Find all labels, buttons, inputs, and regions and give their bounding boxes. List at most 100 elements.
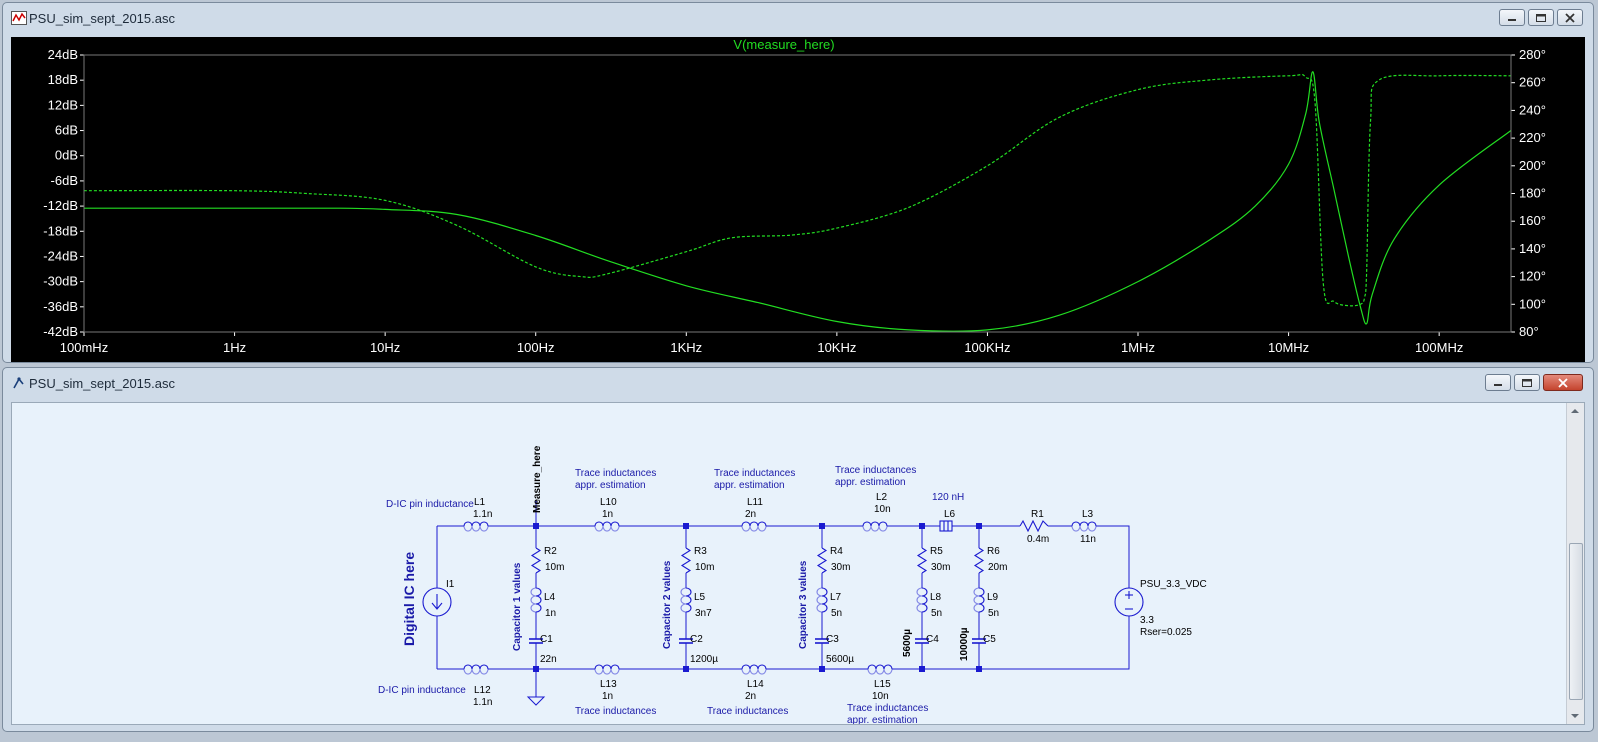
- schematic-icon: [13, 377, 24, 389]
- resistor-R5[interactable]: [917, 547, 927, 574]
- resistor-R2[interactable]: [531, 547, 541, 574]
- current-source-I1[interactable]: [422, 587, 452, 617]
- value-L10: 1n: [602, 509, 613, 520]
- value-L11: 2n: [745, 509, 756, 520]
- inductor-L10[interactable]: [594, 521, 620, 532]
- inductor-L1[interactable]: [463, 521, 489, 532]
- annotation-dic-top: D-IC pin inductance: [386, 499, 474, 510]
- plot-frame: [83, 54, 1512, 333]
- resistor-R6[interactable]: [974, 547, 984, 574]
- value-R2: 10m: [545, 562, 564, 573]
- y-left-tick-label: -24dB: [43, 248, 78, 263]
- param-PSU: Rser=0.025: [1140, 627, 1192, 638]
- inductor-L9[interactable]: [973, 587, 985, 613]
- voltage-source-PSU[interactable]: [1114, 587, 1144, 617]
- minimize-button[interactable]: [1499, 9, 1525, 26]
- annotation-digital-ic: Digital IC here: [401, 552, 417, 646]
- restore-button[interactable]: [1514, 374, 1540, 391]
- label-C3: C3: [826, 634, 839, 645]
- y-left-tick-label: -30dB: [43, 274, 78, 289]
- inductor-L13[interactable]: [594, 664, 620, 675]
- schematic-drawing[interactable]: Trace inductances appr. estimation Trace…: [12, 403, 1567, 726]
- value-R3: 10m: [695, 562, 714, 573]
- annotation-trace-1b: appr. estimation: [575, 480, 646, 491]
- annotation-trace-2b: appr. estimation: [714, 480, 785, 491]
- inductor-L7[interactable]: [816, 587, 828, 613]
- label-L13: L13: [600, 679, 617, 690]
- net-label-measure: Measure_here: [532, 445, 543, 513]
- inductor-L15[interactable]: [867, 664, 893, 675]
- y-right-tick-label: 280°: [1519, 47, 1546, 62]
- label-R5: R5: [930, 546, 943, 557]
- schematic-window-titlebar[interactable]: PSU_sim_sept_2015.asc: [3, 368, 1593, 398]
- inductor-L3[interactable]: [1071, 521, 1097, 532]
- x-tick-label: 100MHz: [1415, 340, 1463, 355]
- minimize-button[interactable]: [1485, 374, 1511, 391]
- value-L3: 11n: [1080, 534, 1096, 545]
- label-C4: C4: [926, 634, 939, 645]
- annotation-trace-4: Trace inductances: [575, 706, 656, 717]
- y-right-tick-label: 200°: [1519, 158, 1546, 173]
- inductor-L12[interactable]: [463, 664, 489, 675]
- waveform-icon: [11, 11, 27, 25]
- schematic-window-title: PSU_sim_sept_2015.asc: [29, 376, 175, 391]
- label-C2: C2: [690, 634, 703, 645]
- label-L14: L14: [747, 679, 764, 690]
- annotation-cap2: Capacitor 2 values: [662, 560, 673, 649]
- value-L5: 3n7: [695, 608, 712, 619]
- vertical-scrollbar[interactable]: [1566, 403, 1584, 724]
- value-R1: 0.4m: [1027, 534, 1049, 545]
- annotation-trace-5: Trace inductances: [707, 706, 788, 717]
- trace-label[interactable]: V(measure_here): [733, 37, 834, 52]
- y-left-tick-label: -36dB: [43, 299, 78, 314]
- y-left-tick-label: 18dB: [48, 72, 78, 87]
- y-left-tick-label: -42dB: [43, 324, 78, 339]
- label-L11: L11: [747, 497, 763, 508]
- label-I1: I1: [446, 579, 455, 590]
- x-tick-label: 10Hz: [370, 340, 400, 355]
- inductor-L6[interactable]: [939, 520, 953, 532]
- y-right-tick-label: 80°: [1519, 324, 1539, 339]
- y-right-tick-label: 180°: [1519, 186, 1546, 201]
- annotation-l6: 120 nH: [932, 492, 964, 503]
- inductor-L14[interactable]: [741, 664, 767, 675]
- scrollbar-thumb[interactable]: [1569, 543, 1583, 700]
- annotation-dic-bottom: D-IC pin inductance: [378, 685, 466, 696]
- y-left-tick-label: 0dB: [55, 148, 78, 163]
- schematic-canvas[interactable]: Trace inductances appr. estimation Trace…: [11, 402, 1585, 726]
- inductor-L5[interactable]: [680, 587, 692, 613]
- resistor-R3[interactable]: [681, 547, 691, 574]
- y-left-tick-label: -6dB: [51, 173, 78, 188]
- label-R3: R3: [694, 546, 707, 557]
- phase-trace: [83, 73, 1512, 307]
- scroll-up-icon[interactable]: [1570, 407, 1580, 415]
- y-left-tick-label: 6dB: [55, 123, 78, 138]
- inductor-L11[interactable]: [741, 521, 767, 532]
- label-L9: L9: [987, 592, 999, 603]
- label-L8: L8: [930, 592, 942, 603]
- value-C1: 22n: [540, 654, 557, 665]
- resistor-R1[interactable]: [1019, 519, 1049, 533]
- x-tick-label: 1Hz: [223, 340, 246, 355]
- resistor-R4[interactable]: [817, 547, 827, 574]
- inductor-L8[interactable]: [916, 587, 928, 613]
- label-R1: R1: [1031, 509, 1044, 520]
- y-right-tick-label: 220°: [1519, 130, 1546, 145]
- close-button[interactable]: [1557, 9, 1583, 26]
- scroll-down-icon[interactable]: [1570, 712, 1580, 720]
- x-tick-label: 1KHz: [670, 340, 702, 355]
- inductor-L4[interactable]: [530, 587, 542, 613]
- close-button[interactable]: [1543, 374, 1583, 391]
- inductor-L2[interactable]: [862, 521, 888, 532]
- value-L15: 10n: [872, 691, 889, 702]
- y-right-tick-label: 240°: [1519, 102, 1546, 117]
- label-L2: L2: [876, 492, 888, 503]
- label-PSU: PSU_3.3_VDC: [1140, 579, 1207, 590]
- plot-window-titlebar[interactable]: PSU_sim_sept_2015.asc: [3, 3, 1593, 33]
- value-C2: 1200µ: [690, 654, 718, 665]
- y-left-tick-label: -12dB: [43, 198, 78, 213]
- close-icon: [1565, 12, 1575, 23]
- restore-button[interactable]: [1528, 9, 1554, 26]
